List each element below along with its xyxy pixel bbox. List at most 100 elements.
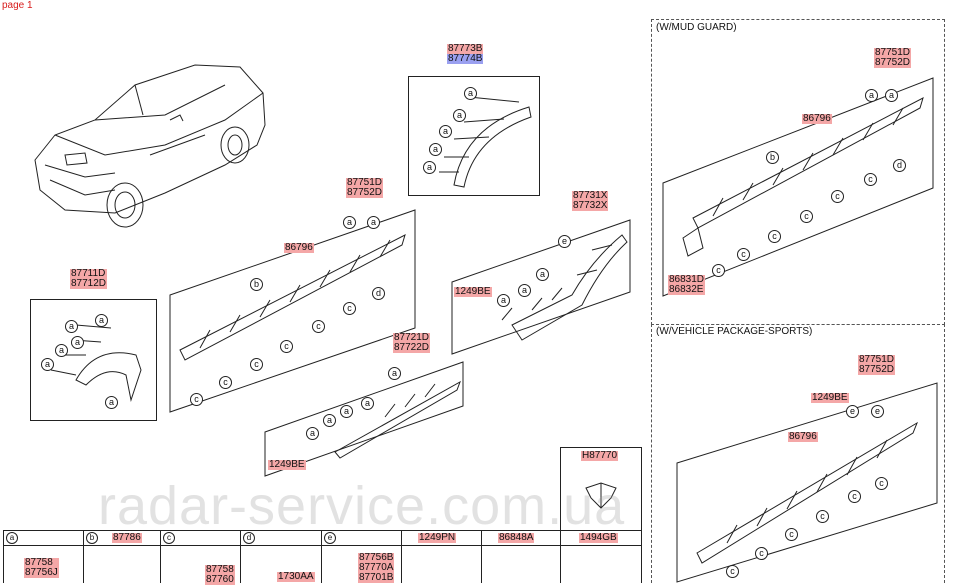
callout-c: c (848, 490, 861, 503)
part-number: 87756J (24, 567, 59, 578)
part-number: 87711D (70, 268, 108, 279)
callout-c: c (800, 210, 813, 223)
part-number: 86796 (788, 431, 818, 442)
car-illustration (34, 64, 266, 228)
callout-a: a (343, 216, 356, 229)
callout-c: c (190, 393, 203, 406)
part-number: 86796 (802, 113, 832, 124)
rear-arch-panel-frame (451, 219, 631, 355)
legend-cell-a: a 87758 87756J (3, 530, 85, 583)
callout-c: c (737, 248, 750, 261)
callout-a: a (439, 125, 452, 138)
part-number: 87751D (346, 177, 384, 188)
lower-strip-part-label: 87721D 87722D (393, 332, 431, 353)
arch-molding-drawing (50, 324, 142, 402)
clip-part-label: H87770 (581, 450, 619, 461)
sports-group (651, 324, 945, 583)
part-number: 87758 (205, 564, 235, 575)
callout-a: a (423, 161, 436, 174)
callout-d: d (372, 287, 385, 300)
part-number: 87721D (393, 332, 431, 343)
callout-c: c (755, 547, 768, 560)
callout-e: e (558, 235, 571, 248)
part-number: 87722D (393, 342, 431, 353)
callout-c: c (280, 340, 293, 353)
part-number: 87773B (447, 43, 484, 54)
callout-c: c (343, 302, 356, 315)
legend-cell-c: c 87758 87760 (160, 530, 242, 585)
part-number: 87786 (112, 532, 142, 543)
callout-c: c (816, 510, 829, 523)
callout-c: c (864, 173, 877, 186)
part-number: 87770A (358, 562, 395, 573)
sports-part-label: 87751D 87752D (858, 354, 896, 375)
callout-a: a (323, 414, 336, 427)
legend-parts: 87758 87760 (205, 565, 235, 585)
callout-c: c (250, 358, 263, 371)
legend-parts: 87786 (112, 533, 142, 543)
clip-drawing (585, 482, 617, 509)
sports-panel-frame (676, 382, 938, 583)
mud-guard-bottom-label: 86831D 86832E (668, 274, 706, 295)
front-arch-panel: a a a a a a (30, 299, 157, 421)
page-label: page 1 (2, 0, 33, 11)
rear-arch-part-label: 87731X 87732X (572, 190, 609, 211)
clip-panel: H87770 (560, 447, 642, 532)
legend-parts: 1249PN (418, 532, 457, 543)
callout-c: c (726, 565, 739, 578)
legend-parts: 87758 87756J (24, 558, 59, 578)
side-sill-panel-frame (169, 209, 416, 413)
arch-molding-drawing (439, 96, 532, 188)
part-number: 87752D (346, 187, 384, 198)
part-number: 1249PN (418, 532, 457, 543)
callout-c: c (219, 376, 232, 389)
callout-c: c (831, 190, 844, 203)
part-number: 87712D (70, 278, 108, 289)
callout-b: b (766, 151, 779, 164)
callout-e: e (871, 405, 884, 418)
callout-c: c (768, 230, 781, 243)
callout-a: a (536, 268, 549, 281)
callout-a: a (41, 358, 54, 371)
part-number: 87751D (874, 47, 912, 58)
callout-a: a (464, 87, 477, 100)
legend-letter: d (243, 532, 255, 544)
callout-a: a (497, 294, 510, 307)
legend-letter: b (86, 532, 98, 544)
part-number: 1249BE (811, 392, 849, 403)
rear-arch-bolt-label: 1249BE (454, 287, 492, 297)
part-number: 87758 (24, 558, 59, 568)
legend-parts: 1730AA (277, 572, 315, 582)
mud-guard-part-label: 87751D 87752D (874, 47, 912, 68)
legend-parts: 87756B 87770A 87701B (358, 552, 395, 583)
callout-a: a (429, 143, 442, 156)
callout-a: a (306, 427, 319, 440)
part-number: 87751D (858, 354, 896, 365)
side-sill-part-label: 87751D 87752D (346, 177, 384, 198)
top-arch-part-label: 87773B 87774B (447, 43, 484, 64)
legend-cell-b: b 87786 (83, 530, 162, 583)
part-number: 87731X (572, 190, 609, 201)
part-number: 87701B (358, 572, 395, 583)
callout-a: a (361, 397, 374, 410)
legend-letter: c (163, 532, 175, 544)
callout-a: a (95, 314, 108, 327)
callout-a: a (453, 109, 466, 122)
callout-a: a (71, 336, 84, 349)
callout-a: a (105, 396, 118, 409)
front-arch-part-label: 87711D 87712D (70, 268, 108, 289)
legend-letter: a (6, 532, 18, 544)
legend-cell-bolt: 1249PN (401, 530, 483, 583)
part-number: 87774B (447, 53, 484, 64)
part-number: 87756B (358, 552, 395, 563)
part-number: 86831D (668, 274, 706, 285)
mud-guard-clip-label: 86796 (802, 114, 832, 124)
callout-a: a (518, 284, 531, 297)
part-number: H87770 (581, 450, 619, 461)
sports-clip-label: 86796 (788, 432, 818, 442)
part-number: 1249BE (268, 459, 306, 470)
part-number: 1249BE (454, 286, 492, 297)
part-number: 87752D (874, 57, 912, 68)
part-number: 87732X (572, 200, 609, 211)
callout-a: a (340, 405, 353, 418)
